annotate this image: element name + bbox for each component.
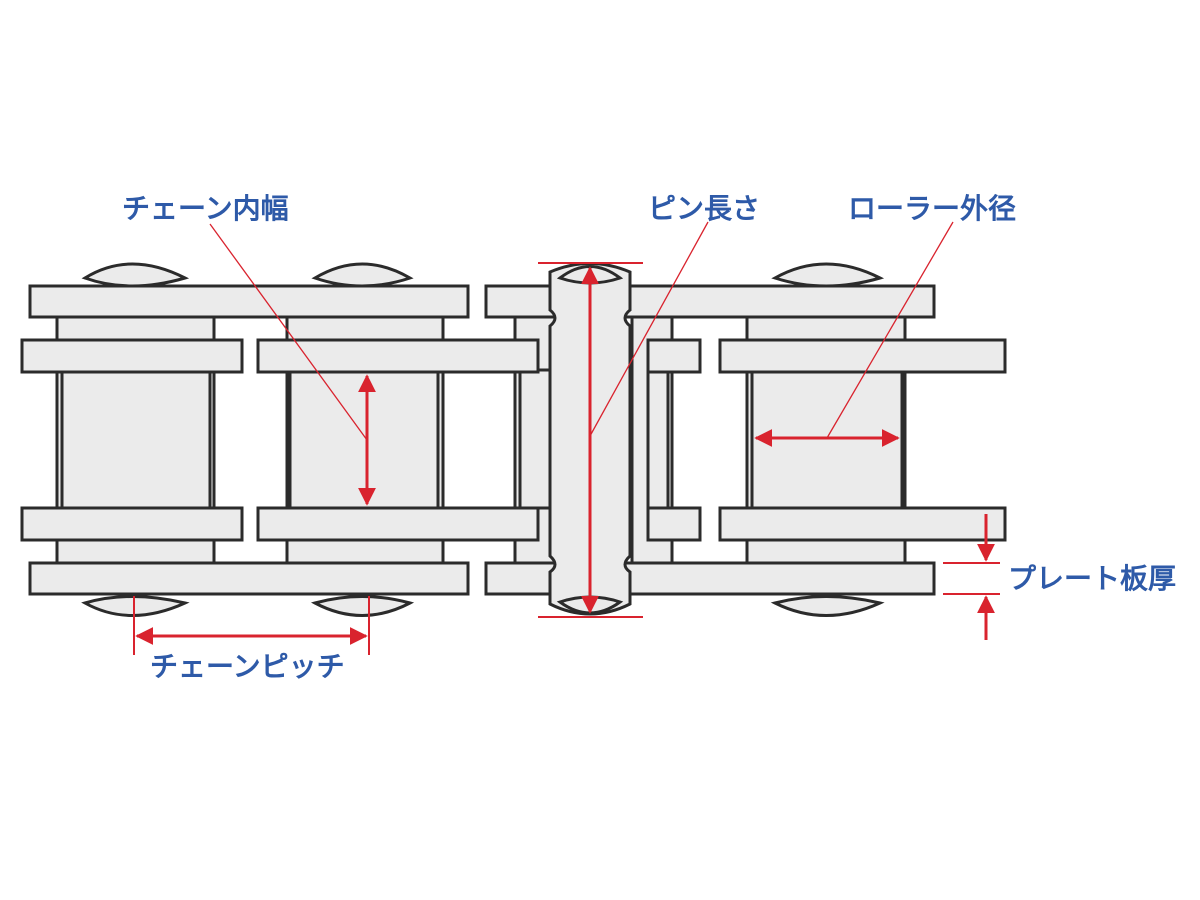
label-plate-thickness: プレート板厚 [1008,562,1176,595]
chain-pitch-dimension [133,596,370,655]
label-roller-diameter: ローラー外径 [848,192,1016,225]
pin-heads-bottom [81,595,885,617]
inner-plates [20,338,1007,542]
pin-length-dimension [538,221,709,618]
pin-heads-top [81,262,885,288]
label-inner-width: チェーン内幅 [122,192,289,225]
plate-thickness-dimension [943,514,1000,640]
inner-width-dimension [209,223,376,506]
outer-plates [28,284,936,596]
roller-diameter-dimension [754,221,954,447]
label-pin-length: ピン長さ [648,192,760,225]
label-chain-pitch: チェーンピッチ [150,650,345,683]
